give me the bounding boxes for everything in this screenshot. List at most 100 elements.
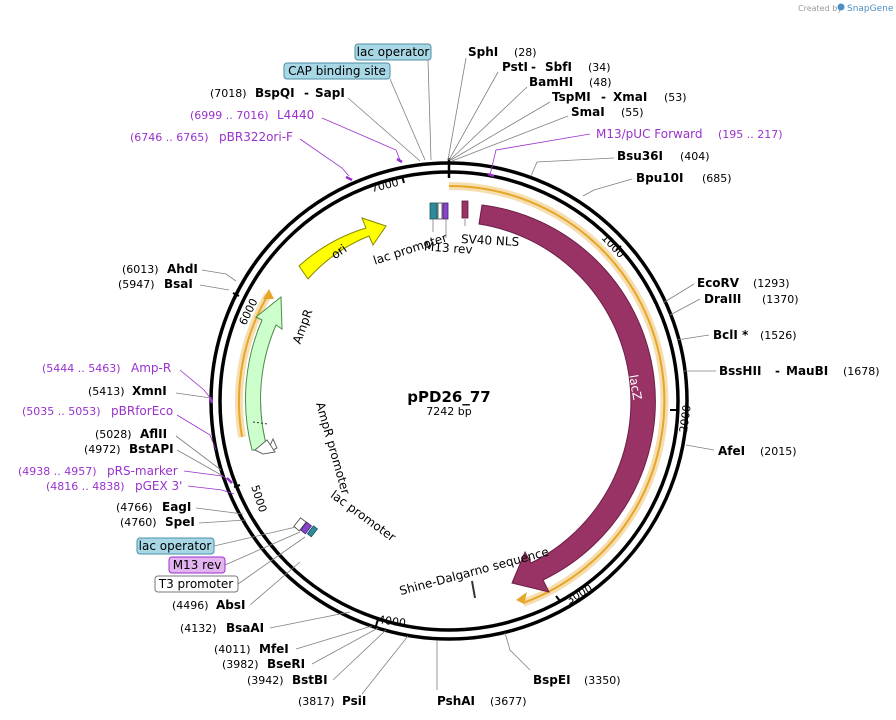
feature-leader [224,531,301,566]
site-leader [199,284,230,291]
primer-name[interactable]: M13/pUC Forward [596,127,703,141]
watermark-text: Created by [798,4,842,13]
site-name[interactable]: DraIII [704,292,741,306]
primer-name[interactable]: pRS-marker [107,464,178,478]
site-name[interactable]: SmaI [571,105,605,119]
ruler-tick [232,292,240,297]
site-leader [504,632,531,671]
ampr-dashed-mark [252,421,269,425]
site-leader [269,611,351,629]
cap-binding-site-tag[interactable] [283,62,391,80]
primer-name[interactable]: pGEX 3' [135,479,182,493]
site-name[interactable]: BstBI [292,673,328,687]
ampr-feature-arrow[interactable] [245,295,283,452]
site-name[interactable]: BspEI [533,673,571,687]
lac-operator-bottom-tag[interactable] [136,537,215,555]
site-name[interactable]: AfeI [718,444,745,458]
ruler-tick [375,618,379,627]
lac-promoter-bottom-label: lac promoter [328,488,398,544]
primer-pos: (4816 .. 4838) [46,480,125,493]
site-name[interactable]: MauBI [786,364,828,378]
primer-pos: (195 .. 217) [718,128,783,141]
site-name[interactable]: PshAI [437,694,475,708]
ori-feature-arrow[interactable] [298,217,387,280]
primer-leader [187,485,235,495]
site-name[interactable]: AbsI [216,598,245,612]
site-name[interactable]: SbfI [545,60,572,74]
m13-rev-bottom-tag[interactable] [168,556,226,574]
site-name[interactable]: SapI [315,86,345,100]
site-name[interactable]: PstI [502,60,528,74]
site-name[interactable]: EcoRV [697,276,740,290]
ampr-label: AmpR [290,307,315,345]
m13-rev-bottom-text: M13 rev [173,558,222,572]
site-name[interactable]: XmaI [613,90,647,104]
site-name[interactable]: AflII [140,427,167,441]
site-pos: (28) [514,46,537,59]
site-name[interactable]: BseRI [267,657,305,671]
ruler-tick [401,175,405,184]
site-name[interactable]: AhdI [167,262,198,276]
m13-rev-bottom-box[interactable] [299,521,313,535]
lac-operator-box[interactable] [442,202,449,220]
site-name[interactable]: BamHI [529,75,573,89]
site-leader [347,97,421,162]
site-name[interactable]: PsiI [342,694,366,708]
primer-pos: (6746 .. 6765) [130,131,209,144]
primer-mark [226,477,233,484]
site-leader [662,283,695,304]
t3-promoter-tag[interactable] [154,575,239,593]
lacz-orf-arrowhead [516,592,527,604]
site-name[interactable]: BsaAI [226,621,264,635]
site-name[interactable]: EagI [162,500,191,514]
cap-binding-site-text: CAP binding site [288,64,386,78]
site-name[interactable]: Bpu10I [636,171,683,185]
site-name[interactable]: BstAPI [129,442,174,456]
site-pos: (53) [664,91,687,104]
site-leader [175,392,212,399]
primer-name[interactable]: Amp-R [131,361,171,375]
ampr-promoter-arrow[interactable] [254,439,276,455]
feature-leader [427,59,432,161]
site-pos: (404) [680,150,710,163]
primer-pos: (6999 .. 7016) [190,109,269,122]
primer-leader [179,369,213,401]
site-name[interactable]: BclI * [713,328,749,342]
cap-binding-site-box[interactable] [429,202,438,220]
ampr-orf-arc [237,294,269,438]
site-name[interactable]: TspMI [552,90,591,104]
lacz-label: lacZ [626,374,644,402]
lac-operator-bottom-box[interactable] [306,525,319,538]
site-leader [582,178,633,197]
site-leader [448,71,499,161]
primer-name[interactable]: pBR322ori-F [219,130,293,144]
site-name[interactable]: Bsu36I [617,149,663,163]
site-pos: (5413) [88,385,125,398]
site-name[interactable]: BsaI [164,277,193,291]
site-name[interactable]: SphI [468,45,498,59]
site-name[interactable]: BssHII [719,364,761,378]
site-pos: (3677) [490,695,527,708]
site-leader [451,115,569,162]
t3-promoter-box[interactable] [293,517,307,532]
site-name[interactable]: SpeI [165,515,195,529]
site-name[interactable]: MfeI [259,642,289,656]
site-pos: (7018) [210,87,247,100]
primer-name[interactable]: pBRforEco [111,404,173,418]
sv40-nls-box[interactable] [461,200,469,219]
site-sep: - [775,364,780,378]
primer-pos: (5035 .. 5053) [22,405,101,418]
lacz-feature-arrow[interactable] [478,204,656,593]
site-pos: (1370) [762,293,799,306]
primer-name[interactable]: L4440 [277,108,314,122]
site-pos: (685) [702,172,732,185]
primer-leader [176,414,217,451]
site-name[interactable]: BspQI [255,86,295,100]
site-pos: (4496) [172,599,209,612]
site-pos: (5028) [95,428,132,441]
lac-operator-top-tag[interactable] [354,43,432,61]
site-name[interactable]: XmnI [132,384,167,398]
primer-leader [489,133,591,176]
lac-promoter-box[interactable] [437,202,443,220]
left-site-labels: lac operator CAP binding site (7018) Bsp… [18,43,432,708]
